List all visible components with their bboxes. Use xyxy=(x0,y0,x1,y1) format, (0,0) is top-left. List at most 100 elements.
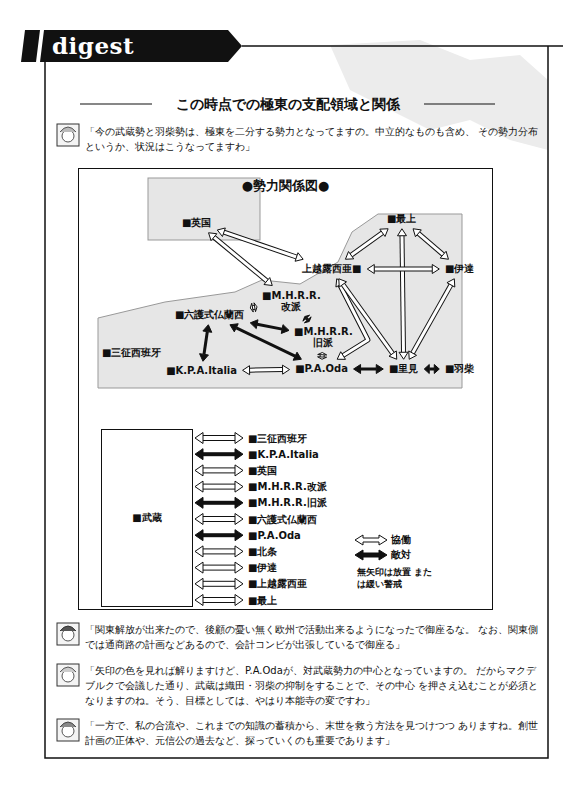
connector-arrow xyxy=(424,365,439,374)
page-title: この時点での極東の支配領域と関係 xyxy=(150,95,426,113)
node-text: ■六護式仏蘭西 xyxy=(248,514,317,525)
connector-arrow xyxy=(303,315,311,323)
page-frame xyxy=(45,46,548,758)
title-rule xyxy=(80,103,152,104)
faction-node: ■M.H.R.R. 改派 xyxy=(260,289,322,314)
relation-item: ■三征西班牙 xyxy=(246,432,309,445)
connector-arrow xyxy=(195,514,243,525)
legend-swatch xyxy=(355,550,387,560)
faction-node: ■最上 xyxy=(384,212,419,226)
relation-item: ■英国 xyxy=(246,464,279,477)
relation-item: ■M.H.R.R.旧派 xyxy=(246,496,329,509)
speech-text: 「今の武蔵勢と羽柴勢は、極東を二分する勢力となってますの。中立的なものも含め、 … xyxy=(85,124,545,154)
node-text: ■三征西班牙 xyxy=(248,433,307,444)
header-tab xyxy=(40,30,242,62)
connector-arrow xyxy=(195,481,243,492)
map-region xyxy=(98,214,462,388)
diagram-frame: ●勢力関係図●■英国■最上上越露西亜■■伊達■M.H.R.R. 改派■六護式仏蘭… xyxy=(78,168,493,610)
node-text: ■M.H.R.R. 改派 xyxy=(262,290,321,313)
header-rule xyxy=(242,45,563,47)
legend-swatch xyxy=(355,535,387,545)
faction-node: ■三征西班牙 xyxy=(99,346,164,360)
connector-arrow xyxy=(217,228,303,261)
connector-arrow xyxy=(195,562,243,573)
speech-text: 「矢印の色を見れば解りますけど、P.A.Odaが、対武蔵勢力の中心となっています… xyxy=(85,663,545,708)
node-text: ■M.H.R.R.改派 xyxy=(248,481,327,492)
node-text: ■K.P.A.Italia xyxy=(248,449,319,460)
connector-arrow xyxy=(409,279,455,360)
faction-node: ■M.H.R.R. 旧派 xyxy=(292,325,354,350)
node-text: ■P.A.Oda xyxy=(295,363,348,374)
connector-arrow xyxy=(195,465,243,476)
node-text: 上越露西亜■ xyxy=(302,263,361,274)
relation-item: ■K.P.A.Italia xyxy=(246,448,321,461)
node-text: ■英国 xyxy=(182,217,211,228)
faction-node: ■K.P.A.Italia xyxy=(164,364,240,378)
connector-arrow xyxy=(318,353,327,360)
connector-arrow xyxy=(367,265,439,274)
faction-node: ■里見 xyxy=(386,362,421,376)
relation-item: ■M.H.R.R.改派 xyxy=(246,480,329,493)
faction-node: ■羽柴 xyxy=(442,362,477,376)
legend-text: 敵対 xyxy=(391,548,411,561)
relation-item: ■P.A.Oda xyxy=(246,529,303,542)
character-icon xyxy=(57,664,79,686)
node-text: ■最上 xyxy=(248,595,277,606)
connector-arrow xyxy=(195,449,243,460)
connector-arrow xyxy=(339,279,397,360)
faction-node: ■P.A.Oda xyxy=(293,362,351,376)
speech-text: 「一方で、私の合流や、これまでの知識の蓄積から、末世を救う方法を見つけつつ あり… xyxy=(85,718,545,748)
relation-item: ■北条 xyxy=(246,545,279,558)
speech-text: 「関東解放が出来たので、後顧の憂い無く欧州で活動出来るようになったで御座るな。 … xyxy=(85,622,545,652)
node-text: ■K.P.A.Italia xyxy=(166,365,237,376)
connector-arrow xyxy=(397,229,408,360)
node-text: ■M.H.R.R.旧派 xyxy=(248,497,327,508)
connector-arrow xyxy=(250,303,257,312)
connector-arrow xyxy=(250,320,289,334)
relation-item: ■六護式仏蘭西 xyxy=(246,513,319,526)
node-text: ■上越露西亜 xyxy=(248,578,307,589)
faction-node: ■六護式仏蘭西 xyxy=(172,308,247,322)
connector-arrow xyxy=(195,433,243,444)
legend-text: 協働 xyxy=(391,533,411,546)
character-icon xyxy=(57,124,79,146)
connector-arrow xyxy=(413,229,448,260)
legend-note: 無矢印は放置 または緩い警戒 xyxy=(357,566,435,590)
connector-arrow xyxy=(230,324,301,361)
musashi-box: ■武蔵 xyxy=(101,429,193,607)
node-text: ■伊達 xyxy=(248,562,277,573)
node-text: ■里見 xyxy=(389,363,418,374)
connector-arrow xyxy=(200,325,212,362)
connector-arrow xyxy=(354,365,384,374)
node-text: ■最上 xyxy=(387,213,416,224)
node-text: ■三征西班牙 xyxy=(102,347,161,358)
character-icon xyxy=(57,719,79,741)
connector-arrow xyxy=(345,229,388,260)
node-text: ■P.A.Oda xyxy=(248,530,301,541)
connector-arrow xyxy=(195,546,243,557)
header-text: digest xyxy=(52,30,134,62)
connector-arrow xyxy=(195,530,243,541)
node-text: ■武蔵 xyxy=(132,511,161,525)
connector-arrow xyxy=(336,279,368,360)
relation-item: ■上越露西亜 xyxy=(246,577,309,590)
node-text: ■六護式仏蘭西 xyxy=(175,309,244,320)
connector-arrow xyxy=(195,595,243,606)
relation-item: ■最上 xyxy=(246,594,279,607)
node-text: ■北条 xyxy=(248,546,277,557)
connector-arrow xyxy=(195,578,243,589)
connector-arrow xyxy=(195,497,243,508)
node-text: ■英国 xyxy=(248,465,277,476)
node-text: ■伊達 xyxy=(445,263,474,274)
faction-node: ■伊達 xyxy=(442,262,477,276)
node-text: ■羽柴 xyxy=(445,363,474,374)
diagram-title: ●勢力関係図● xyxy=(79,178,492,194)
connector-arrow xyxy=(209,233,273,286)
title-rule xyxy=(424,103,495,104)
faction-node: ■英国 xyxy=(179,216,214,230)
header-mark xyxy=(21,30,40,62)
faction-node: 上越露西亜■ xyxy=(299,262,364,276)
character-icon xyxy=(57,623,79,645)
node-text: ■M.H.R.R. 旧派 xyxy=(294,326,353,349)
